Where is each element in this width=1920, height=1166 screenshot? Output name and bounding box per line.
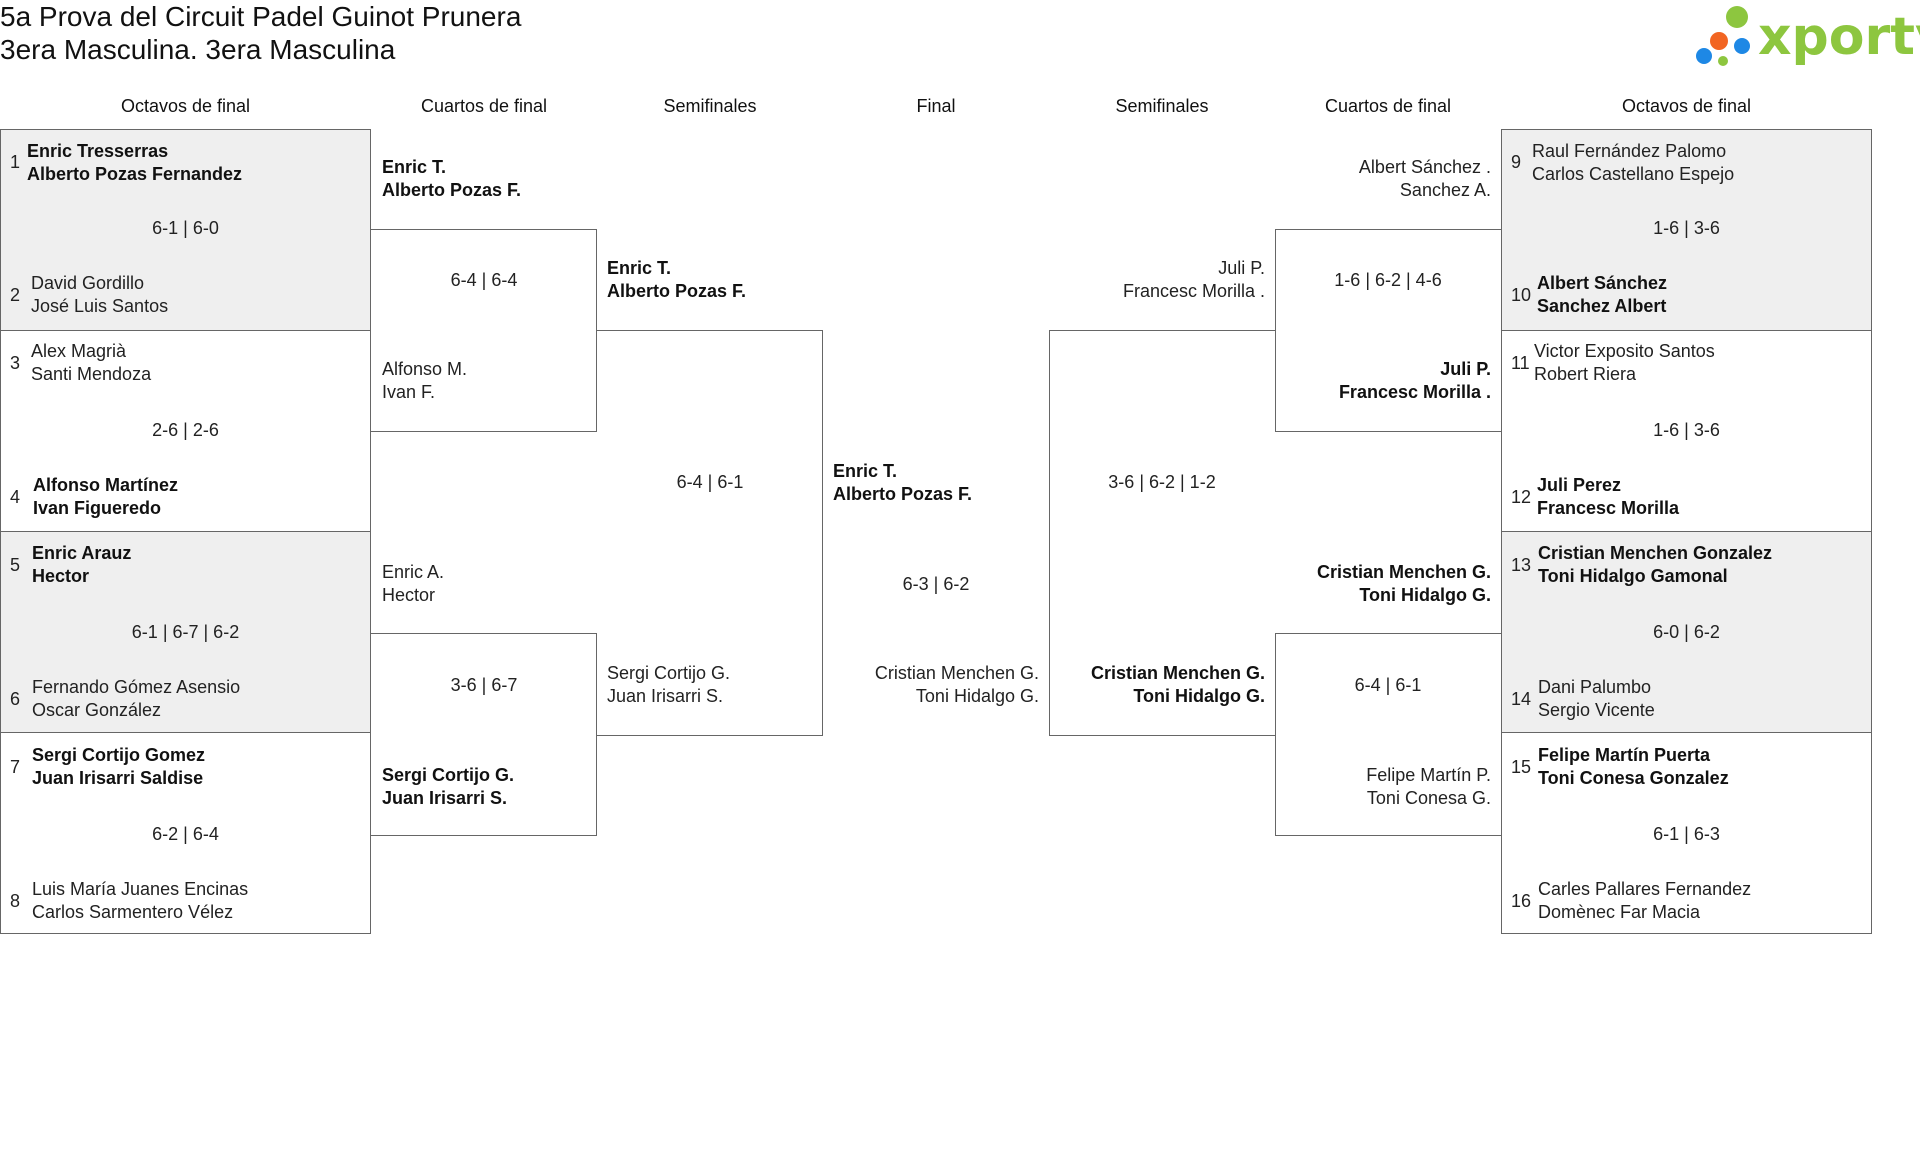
match-score: 6-4 | 6-1 — [1354, 675, 1422, 695]
pair-name: Felipe Martín P.Toni Conesa G. — [1366, 765, 1491, 808]
left-sf-match[interactable] — [597, 330, 823, 736]
match-score: 3-6 | 6-2 | 1-2 — [1108, 472, 1216, 492]
match-score: 6-0 | 6-2 — [1653, 622, 1720, 642]
seed-number: 6 — [10, 689, 21, 709]
left-r16-match-4[interactable] — [0, 732, 371, 934]
left-qf-match-2[interactable] — [371, 633, 597, 836]
match-score: 1-6 | 6-2 | 4-6 — [1334, 270, 1442, 290]
pair-name: Alfonso M.Ivan F. — [382, 359, 468, 402]
seed-number: 12 — [1511, 487, 1532, 507]
match-score: 6-1 | 6-0 — [152, 218, 219, 238]
seed-number: 5 — [10, 555, 21, 575]
match-score: 6-1 | 6-3 — [1653, 824, 1720, 844]
match-score: 6-4 | 6-1 — [676, 472, 744, 492]
right-qf-match-2[interactable] — [1275, 633, 1501, 836]
logo-wordmark: xporty — [1758, 7, 1920, 67]
match-score: 6-1 | 6-7 | 6-2 — [131, 622, 240, 642]
pair-name: Albert Sánchez .Sanchez A. — [1358, 157, 1491, 200]
header-final: Final — [916, 96, 956, 116]
pair-name: Juli P.Francesc Morilla . — [1122, 258, 1265, 301]
pair-name: Cristian Menchen G.Toni Hidalgo G. — [1316, 562, 1491, 605]
xporty-logo[interactable]: xporty — [1696, 4, 1920, 74]
seed-number: 13 — [1511, 555, 1532, 575]
seed-number: 8 — [10, 891, 21, 911]
match-score: 6-4 | 6-4 — [450, 270, 518, 290]
left-qf-match-1[interactable] — [371, 229, 597, 432]
final-score: 6-3 | 6-2 — [902, 574, 970, 594]
pair-name: Sergi Cortijo G.Juan Irisarri S. — [382, 765, 515, 808]
header-right-octavos: Octavos de final — [1621, 96, 1752, 116]
header-left-semifinales: Semifinales — [663, 96, 757, 116]
seed-number: 15 — [1511, 757, 1532, 777]
final-pair-name: Enric T.Alberto Pozas F. — [833, 461, 973, 504]
seed-number: 1 — [10, 152, 21, 172]
header-left-octavos: Octavos de final — [120, 96, 251, 116]
category-subtitle: 3era Masculina. 3era Masculina — [0, 34, 396, 65]
seed-number: 14 — [1511, 689, 1532, 709]
seed-number: 4 — [10, 487, 21, 507]
left-r16-match-3[interactable] — [0, 531, 371, 733]
right-r16-match-1[interactable] — [1501, 129, 1872, 331]
pair-name: Cristian Menchen G.Toni Hidalgo G. — [1090, 663, 1265, 706]
match-score: 2-6 | 2-6 — [152, 420, 219, 440]
final-pair-name: Cristian Menchen G.Toni Hidalgo G. — [874, 663, 1039, 706]
header-left-cuartos: Cuartos de final — [420, 96, 548, 116]
pair-name: Enric T.Alberto Pozas F. — [607, 258, 747, 301]
match-score: 1-6 | 3-6 — [1653, 420, 1720, 440]
match-score: 1-6 | 3-6 — [1653, 218, 1720, 238]
right-sf-match[interactable] — [1049, 330, 1275, 736]
pair-name: Sergi Cortijo G.Juan Irisarri S. — [607, 663, 731, 706]
right-r16-match-3[interactable] — [1501, 531, 1872, 733]
match-score: 6-2 | 6-4 — [152, 824, 219, 844]
left-r16-match-1[interactable] — [0, 129, 371, 331]
right-qf-match-1[interactable] — [1275, 229, 1501, 432]
header-right-cuartos: Cuartos de final — [1324, 96, 1452, 116]
seed-number: 11 — [1511, 353, 1530, 373]
pair-name: Enric A.Hector — [382, 562, 445, 605]
seed-number: 10 — [1511, 285, 1532, 305]
pair-name: Juli P.Francesc Morilla . — [1338, 359, 1491, 402]
seed-number: 9 — [1511, 152, 1522, 172]
seed-number: 16 — [1511, 891, 1532, 911]
seed-number: 2 — [10, 285, 21, 305]
tournament-title: 5a Prova del Circuit Padel Guinot Pruner… — [0, 1, 522, 32]
match-score: 3-6 | 6-7 — [450, 675, 518, 695]
header-right-semifinales: Semifinales — [1115, 96, 1209, 116]
right-r16-match-4[interactable] — [1501, 732, 1872, 934]
pair-name: Enric T.Alberto Pozas F. — [382, 157, 522, 200]
seed-number: 3 — [10, 353, 21, 373]
seed-number: 7 — [10, 757, 21, 777]
